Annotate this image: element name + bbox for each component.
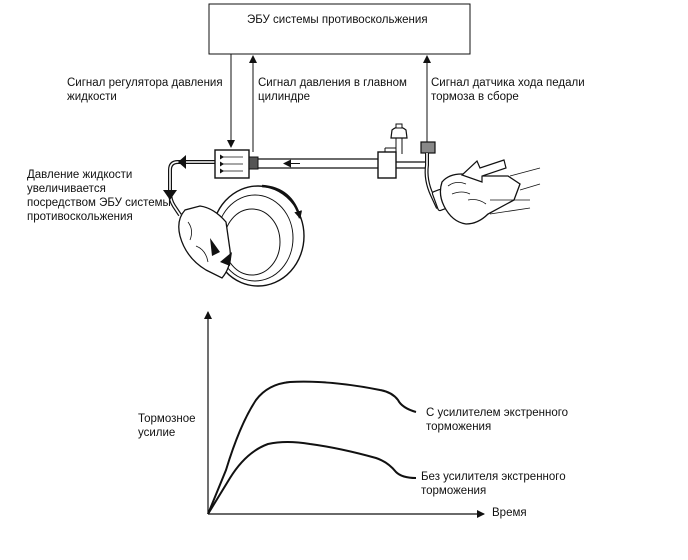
pressure-increase-note: Давление жидкости увеличивается посредст… xyxy=(27,169,171,223)
pedal-sensor-signal-label: Сигнал датчика хода педали тормоза в сбо… xyxy=(431,77,585,103)
driver-foot xyxy=(439,167,541,225)
pressure-arrow-down xyxy=(163,190,177,200)
hydraulic-line-to-wheel xyxy=(168,160,215,217)
brake-disc xyxy=(211,184,305,287)
fluid-reservoir xyxy=(390,123,408,139)
y-axis-label: Тормозное усилие xyxy=(138,413,196,439)
x-axis-label: Время xyxy=(492,507,527,519)
ecu-title: ЭБУ системы противоскольжения xyxy=(247,14,428,26)
master-cylinder-signal-label: Сигнал давления в главном цилиндре xyxy=(258,77,407,103)
ecu-box xyxy=(208,3,471,55)
brake-caliper xyxy=(178,205,232,279)
curve-without-brake-assist xyxy=(207,441,417,515)
regulator-pressure-signal-label: Сигнал регулятора давления жидкости xyxy=(67,77,223,103)
master-cylinder xyxy=(377,138,427,179)
pressure-arrow-left xyxy=(178,155,186,169)
brake-actuator xyxy=(214,149,259,179)
pedal-press-arrow xyxy=(460,159,507,183)
pedal-stroke-sensor xyxy=(420,141,436,154)
series-label-without-assist: Без усилителя экстренного торможения xyxy=(421,471,566,497)
series-label-with-assist: С усилителем экстренного торможения xyxy=(426,407,569,433)
force-time-graph xyxy=(204,311,485,518)
curve-with-brake-assist xyxy=(207,380,417,515)
